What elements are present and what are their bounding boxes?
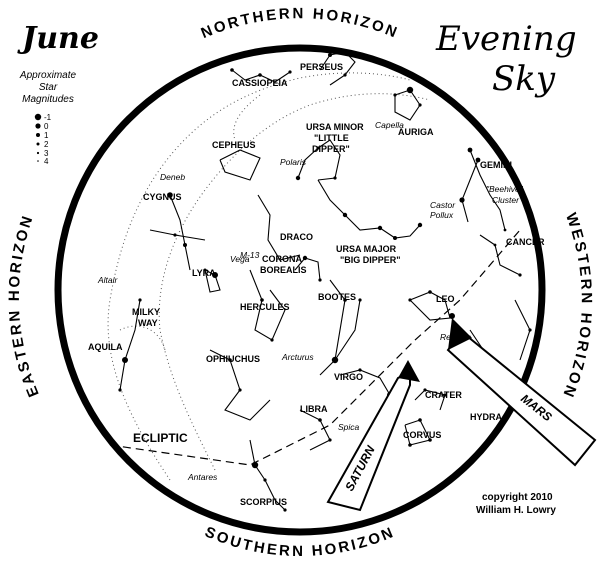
label-ursa-major-2: "BIG DIPPER" <box>340 255 401 265</box>
label-cassiopeia: CASSIOPEIA <box>232 78 288 88</box>
eastern-horizon-label: EASTERN HORIZON <box>6 212 43 399</box>
label-bootes: BOOTES <box>318 292 356 302</box>
label-scorpius: SCORPIUS <box>240 497 287 507</box>
label-gemini: GEMINI <box>480 160 512 170</box>
legend-mag-5: 3 <box>44 149 49 158</box>
label-altair: Altair <box>97 275 119 285</box>
legend-mag-4: 2 <box>44 140 49 149</box>
legend-heading-2: Star <box>39 82 58 93</box>
label-libra: LIBRA <box>300 404 328 414</box>
label-milky-1: MILKY <box>132 307 160 317</box>
label-ursa-major-1: URSA MAJOR <box>336 244 397 254</box>
label-crater: CRATER <box>425 390 462 400</box>
label-perseus: PERSEUS <box>300 62 343 72</box>
label-pollux: Pollux <box>430 210 454 220</box>
northern-horizon-label: NORTHERN HORIZON <box>199 5 402 42</box>
sky-title: Sky <box>492 59 556 99</box>
copyright-line-1: copyright 2010 <box>482 492 553 503</box>
label-castor: Castor <box>430 200 456 210</box>
label-leo: LEO <box>436 294 455 304</box>
legend-mag-2: 0 <box>44 122 49 131</box>
label-ursa-minor-1: URSA MINOR <box>306 122 364 132</box>
label-draco: DRACO <box>280 232 313 242</box>
label-aquila: AQUILA <box>88 342 123 352</box>
label-auriga: AURIGA <box>398 127 434 137</box>
label-arcturus: Arcturus <box>281 352 314 362</box>
label-polaris: Polaris <box>280 157 307 167</box>
label-ursa-minor-2: "LITTLE <box>314 133 349 143</box>
label-capella: Capella <box>375 120 404 130</box>
label-antares: Antares <box>187 472 218 482</box>
label-vega: Vega <box>230 254 250 264</box>
label-ophiuchus: OPHIUCHUS <box>206 354 260 364</box>
label-corona-2: BOREALIS <box>260 265 307 275</box>
label-cepheus: CEPHEUS <box>212 140 256 150</box>
month-title: June <box>17 21 99 56</box>
label-ecliptic: ECLIPTIC <box>133 431 188 445</box>
legend-heading-1: Approximate <box>19 70 77 81</box>
label-cygnus: CYGNUS <box>143 192 182 202</box>
evening-title: Evening <box>435 19 577 59</box>
label-hydra: HYDRA <box>470 412 503 422</box>
label-lyra: LYRA <box>192 268 216 278</box>
label-corona-1: CORONA <box>262 254 302 264</box>
horizon-circle <box>54 44 546 536</box>
label-deneb: Deneb <box>160 172 185 182</box>
label-hercules: HERCULES <box>240 302 290 312</box>
label-virgo: VIRGO <box>334 372 363 382</box>
label-beehive-2: Cluster <box>492 195 520 205</box>
label-spica: Spica <box>338 422 360 432</box>
label-ursa-minor-3: DIPPER" <box>312 144 350 154</box>
label-beehive-1: "Beehive" <box>486 184 524 194</box>
western-horizon-label: WESTERN HORIZON <box>559 211 595 402</box>
mars-arrow: MARS <box>446 318 597 467</box>
legend-mag-6: 4 <box>44 157 49 166</box>
copyright-line-2: William H. Lowry <box>476 505 556 516</box>
label-milky-2: WAY <box>138 318 158 328</box>
label-cancer: CANCER <box>506 237 545 247</box>
label-corvus: CORVUS <box>403 430 441 440</box>
label-m13: M-13 <box>240 250 260 260</box>
legend-mag-3: 1 <box>44 131 49 140</box>
legend-heading-3: Magnitudes <box>22 94 74 105</box>
legend-mag-1: -1 <box>44 113 52 122</box>
milky-way <box>107 72 431 481</box>
magnitude-legend: Approximate Star Magnitudes -1 0 1 2 3 4 <box>19 70 77 166</box>
ecliptic-line <box>109 229 521 466</box>
